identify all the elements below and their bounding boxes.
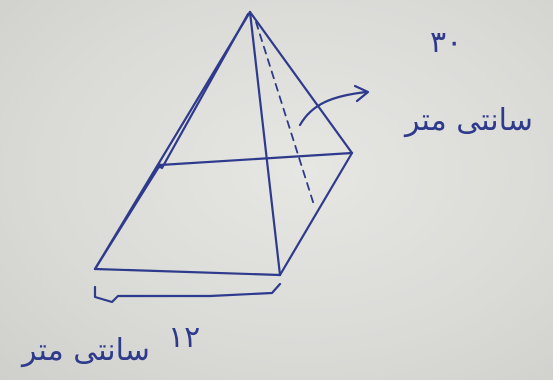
height-unit-label: سانتی متر [403, 103, 533, 138]
base-front-edge [93, 267, 282, 277]
height-value-label: ۳۰ [430, 25, 462, 60]
base-right-edge [278, 151, 354, 277]
base-brace [93, 282, 282, 304]
slant-height-dashed [255, 21, 315, 206]
base-unit-label: سانتی متر [20, 333, 150, 368]
base-vertex-dot [157, 163, 163, 169]
edge-apex-inner [160, 12, 250, 170]
arrow-curve [298, 90, 368, 127]
arrow-head [353, 84, 370, 103]
edge-apex-front [248, 10, 282, 277]
base-back-edge [158, 151, 354, 167]
base-value-label: ۱۲ [168, 320, 200, 355]
edge-apex-right [248, 10, 354, 155]
